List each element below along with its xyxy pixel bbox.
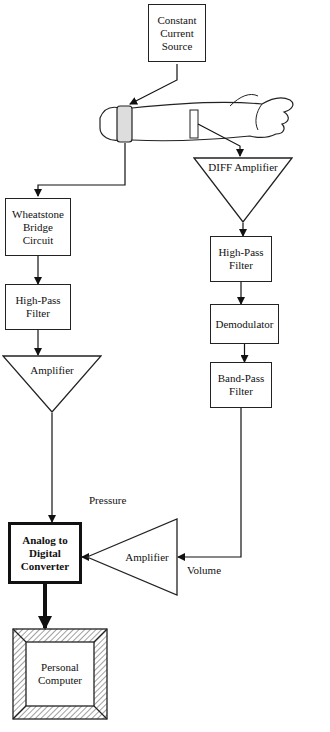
shape-outline [2,355,102,413]
node-text: Personal Computer [28,661,92,687]
node-text: Demodulator [215,318,273,331]
node-text: Wheatstone Bridge Circuit [9,208,67,247]
node-text: Amplifier [30,364,73,377]
computer-box: Personal Computer [12,628,108,720]
text-holder: DIFF Amplifier [193,161,293,174]
node-text: Amplifier [125,551,168,564]
connector [37,256,38,284]
signal-label: Volume [186,564,222,577]
process-box: Wheatstone Bridge Circuit [5,198,71,256]
connector [244,344,245,362]
connector [242,223,243,236]
node-text: High-Pass Filter [9,294,67,320]
connector [37,330,38,355]
node-text: Band-Pass Filter [214,372,268,398]
node-text: Analog to Digital Converter [14,534,76,573]
converter-box: Analog to Digital Converter [8,522,82,584]
node-text: Constant Current Source [152,14,202,53]
connector [51,413,52,522]
source-box: Constant Current Source [148,4,206,62]
filter-box: Band-Pass Filter [210,362,272,408]
signal-label: Pressure [88,494,127,507]
connector [178,408,241,557]
filter-box: High-Pass Filter [210,236,272,282]
connector [43,584,47,628]
amplifier-triangle: Amplifier [2,355,102,413]
connector [240,282,241,304]
text-holder: Personal Computer [28,644,92,704]
filter-box: High-Pass Filter [5,284,71,330]
amplifier-triangle: Amplifier [86,518,178,596]
text-holder: Amplifier [120,518,174,596]
amplifier-triangle: DIFF Amplifier [193,157,293,223]
process-box: Demodulator [210,304,279,344]
text-holder: Amplifier [2,364,102,377]
node-text: High-Pass Filter [214,246,268,272]
node-text: DIFF Amplifier [208,161,277,174]
